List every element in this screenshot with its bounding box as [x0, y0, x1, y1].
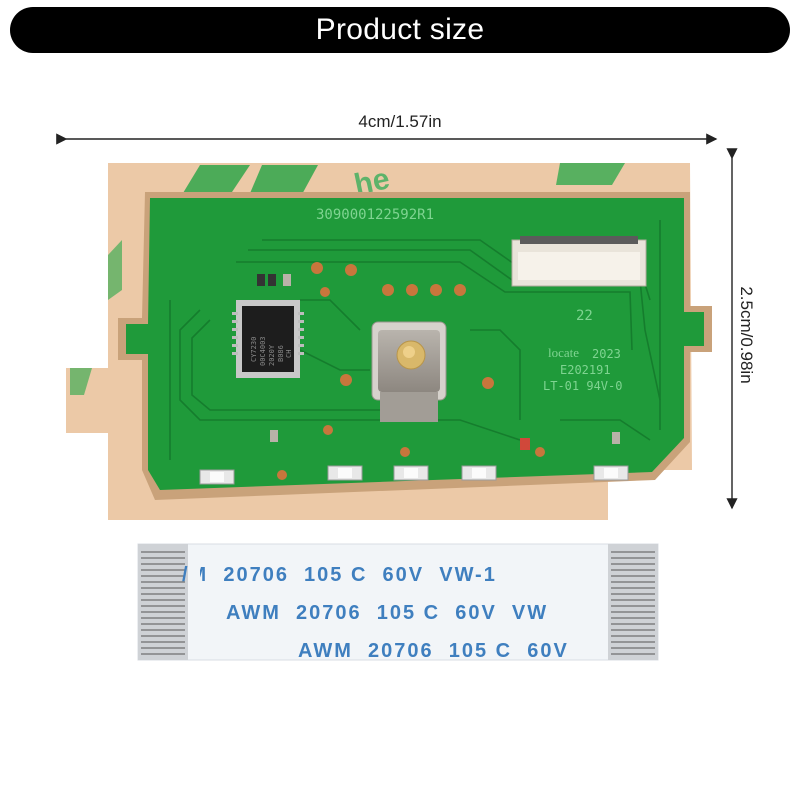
- pcb-serial-number: 309000122592R1: [316, 207, 434, 223]
- title-text: Product size: [315, 13, 485, 46]
- chip-marking: B086: [277, 345, 285, 362]
- chip-marking: 00C4003: [259, 336, 267, 366]
- title-bar: Product size: [10, 7, 790, 53]
- flex-cable: /M 20706 105 C 60V VW-1 AWM 20706 105 C …: [137, 543, 659, 662]
- pcb-year: 2023: [592, 347, 621, 361]
- cable-print-row: /M 20706 105 C 60V VW-1: [182, 564, 497, 586]
- tactile-switch: [371, 321, 447, 422]
- fpc-connector: [511, 236, 647, 287]
- led: [593, 465, 629, 481]
- chip-marking: CH: [285, 350, 293, 358]
- led: [461, 465, 497, 481]
- pcb-rating: LT-01 94V-0: [543, 379, 622, 393]
- chip-marking: 2020Y: [268, 344, 276, 366]
- copper-pads: [277, 262, 545, 480]
- pcb-maker-logo: locate: [548, 345, 579, 360]
- ic-chip: CY7230 00C4003 2020Y B086 CH: [232, 300, 304, 378]
- led: [199, 469, 235, 485]
- led: [393, 465, 429, 481]
- led-row: [199, 465, 629, 485]
- smd-components: [257, 274, 620, 450]
- chip-marking: CY7230: [250, 337, 258, 362]
- pcb-board: CY7230 00C4003 2020Y B086 CH 30900012259…: [118, 192, 712, 500]
- width-dimension-label: 4cm/1.57in: [358, 112, 442, 131]
- cable-print-row: AWM 20706 105 C 60V: [298, 640, 569, 662]
- cable-print-row: AWM 20706 105 C 60V VW: [226, 602, 548, 624]
- led: [327, 465, 363, 481]
- pcb-silk-number: 22: [576, 308, 593, 324]
- pcb-ul-mark: E202191: [560, 363, 611, 377]
